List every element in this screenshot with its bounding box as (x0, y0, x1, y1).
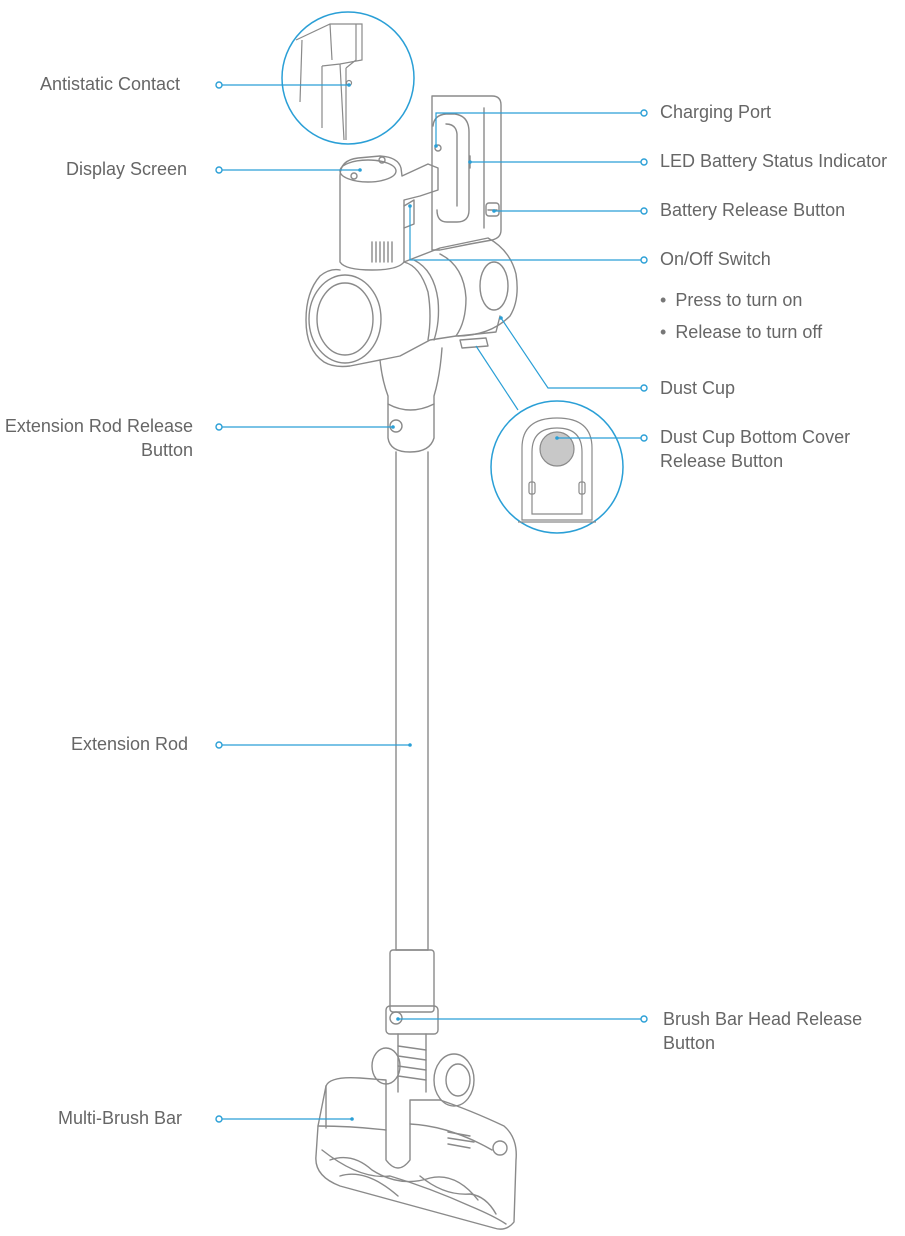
callout-endpoints (215, 81, 648, 1123)
label-battery-release-button: Battery Release Button (660, 200, 846, 220)
antistatic-inset (281, 11, 415, 145)
label-dust-cup: Dust Cup (660, 378, 736, 398)
lower-connector (371, 949, 475, 1107)
label-multi-brush-bar: Multi-Brush Bar (58, 1108, 183, 1128)
cyclone-assembly (305, 237, 518, 368)
motor-body (339, 144, 442, 271)
label-on-off-switch: On/Off Switch (660, 249, 771, 269)
vacuum-illustration (305, 95, 518, 1230)
label-charging-port: Charging Port (660, 102, 772, 122)
brush-head (315, 1076, 517, 1230)
note-release-to-turn-off: Release to turn off (660, 316, 822, 348)
label-display-screen: Display Screen (66, 159, 188, 179)
note-press-to-turn-on: Press to turn on (660, 284, 822, 316)
label-extension-rod-release-button: Extension Rod Release Button (4, 416, 193, 460)
battery-pack (431, 95, 502, 251)
label-antistatic-contact: Antistatic Contact (40, 74, 181, 94)
extension-rod (379, 347, 443, 951)
label-led-battery-status-indicator: LED Battery Status Indicator (660, 151, 888, 171)
dust-cup-bottom-inset (490, 400, 624, 534)
callout-lines (222, 84, 641, 1120)
label-extension-rod: Extension Rod (71, 734, 189, 754)
on-off-switch-notes: Press to turn on Release to turn off (660, 284, 822, 348)
callout-targets (347, 83, 559, 1121)
label-dust-cup-bottom-cover-release-button: Dust Cup Bottom Cover Release Button (660, 427, 851, 471)
label-brush-bar-head-release-button: Brush Bar Head Release Button (663, 1009, 863, 1053)
